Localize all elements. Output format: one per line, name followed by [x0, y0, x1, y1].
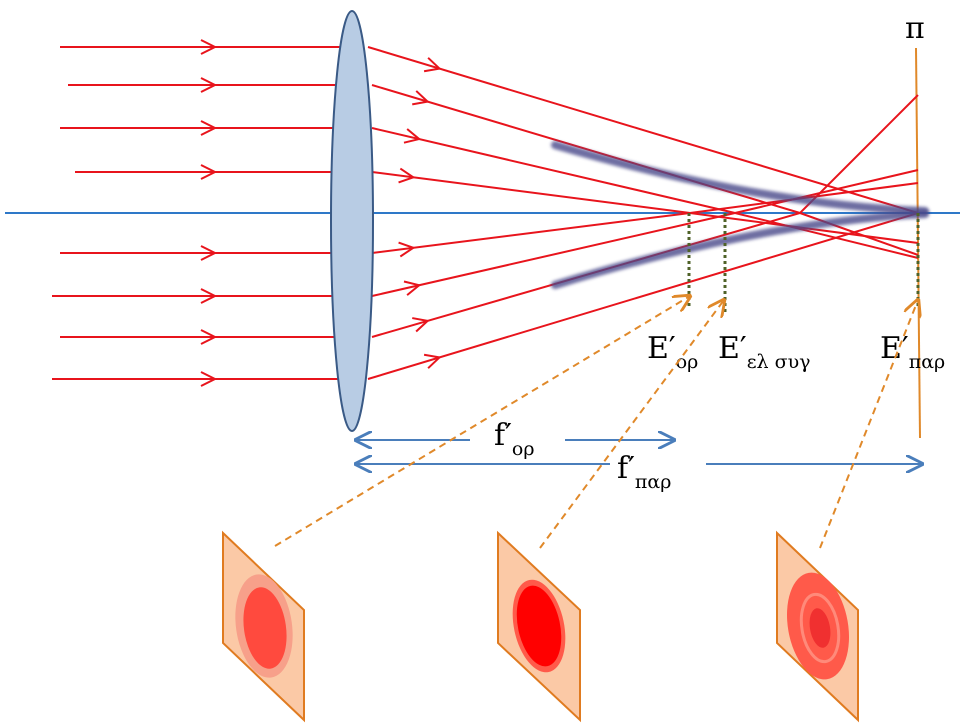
- plane-label: π: [905, 11, 925, 46]
- guide-to-paraxial-focus: [274, 296, 690, 547]
- ray-direction-arrow: [398, 167, 416, 184]
- blur-spot-inner: [243, 587, 287, 669]
- incoming-rays: [52, 39, 345, 387]
- label-paraxial-focus: E′ορ: [647, 331, 698, 373]
- caustic-lower: [551, 210, 929, 289]
- blur-spot-ring: [799, 592, 841, 664]
- ray-direction-arrow: [403, 280, 422, 296]
- label-f-paraxial: f′ορ: [494, 418, 535, 460]
- screen-at-least-confusion: [497, 530, 581, 723]
- ray-direction-arrow: [412, 90, 430, 106]
- refracted-ray: [367, 212, 919, 380]
- ray-direction-arrow: [200, 329, 218, 345]
- ray-direction-arrow: [412, 317, 430, 333]
- screen-at-marginal-focus: [776, 530, 859, 723]
- ray-direction-arrow: [200, 371, 218, 387]
- converging-lens: [330, 10, 374, 432]
- blur-spot-inner: [809, 608, 831, 648]
- refracted-ray: [367, 46, 919, 214]
- ray-direction-arrow: [200, 77, 218, 93]
- refracted-ray: [371, 169, 919, 297]
- refracted-ray: [371, 94, 919, 338]
- ray-direction-arrow: [200, 164, 218, 180]
- ray-direction-arrow: [200, 288, 218, 304]
- label-f-marginal: f′παρ: [617, 451, 671, 493]
- ray-direction-arrow: [200, 120, 218, 136]
- ray-direction-arrow: [423, 57, 442, 73]
- ray-direction-arrow: [398, 241, 416, 258]
- ray-direction-arrow: [403, 128, 422, 144]
- guide-to-marginal-focus: [819, 300, 918, 549]
- label-least-confusion: E′ελ συγ: [718, 331, 811, 373]
- blur-spot-inner: [516, 585, 562, 667]
- caustic-upper: [551, 141, 929, 215]
- ray-direction-arrow: [200, 245, 218, 261]
- guide-to-least-confusion: [539, 300, 724, 549]
- label-marginal-focus: E′παρ: [880, 331, 945, 373]
- ray-direction-arrow: [200, 39, 218, 55]
- ray-direction-arrow: [423, 353, 442, 369]
- screen-at-paraxial-focus: [222, 530, 305, 723]
